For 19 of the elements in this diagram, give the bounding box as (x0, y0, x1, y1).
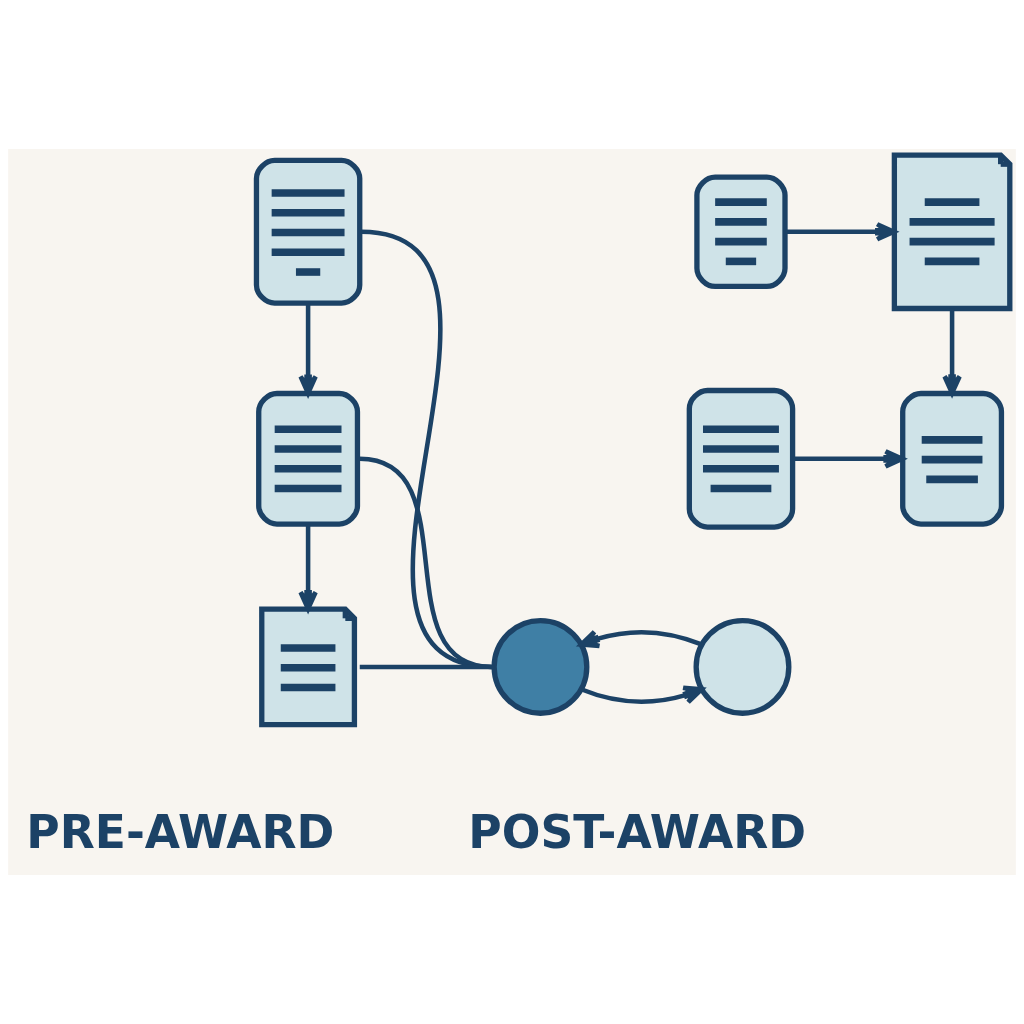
connector (359, 456, 493, 670)
arrow (298, 303, 318, 396)
node-circle (693, 617, 792, 716)
arrow (792, 449, 905, 469)
connector (359, 664, 495, 670)
node-picture (900, 390, 1005, 527)
arrow (942, 308, 962, 396)
node-picture (256, 390, 361, 527)
node-circle (491, 617, 590, 716)
label: POST-AWARD (468, 805, 807, 859)
node-picture (253, 157, 363, 306)
node-picture (686, 387, 796, 530)
arrow (785, 222, 897, 242)
label: PRE-AWARD (26, 805, 335, 859)
connector (360, 229, 493, 670)
arrow (578, 629, 703, 649)
node-picture (694, 174, 788, 290)
arrow (580, 685, 704, 705)
arrow (298, 524, 318, 612)
